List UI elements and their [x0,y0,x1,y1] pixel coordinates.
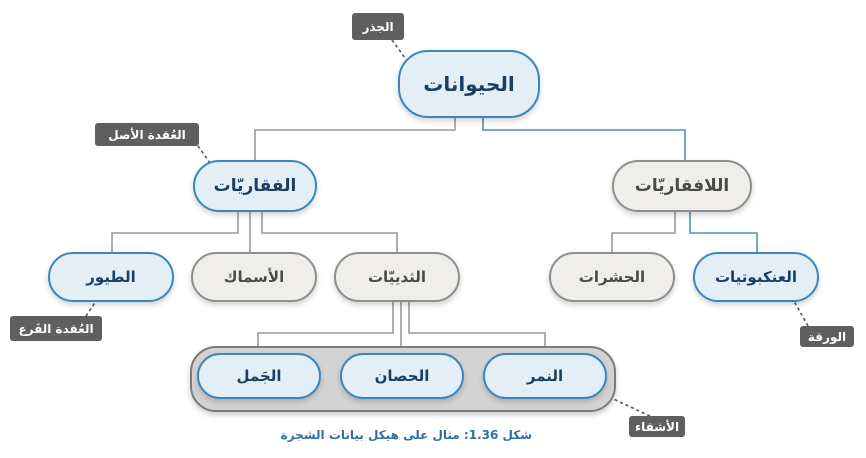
edge-vertebrates-birds [111,212,239,252]
node-mammals: الثدييّات [334,252,460,302]
node-birds: الطيور [48,252,174,302]
edge-vertebrates-mammals [261,212,398,252]
edge-root-vertebrates [254,118,456,160]
label-branch-node: العُقدة الفَرع [10,316,102,341]
node-horse: الحصان [340,353,464,399]
pointer-branch [85,294,101,317]
node-camel: الجَمل [197,353,321,399]
label-siblings: الأشقاء [629,416,685,437]
edge-invertebrates-insects [611,212,676,252]
edge-root-invertebrates [482,118,686,160]
label-parent-node: العُقدة الأصل [95,123,199,146]
node-insects: الحشرات [549,252,675,302]
edge-mammals-tiger [408,302,546,352]
node-tiger: النمر [483,353,607,399]
edge-invertebrates-arachnids [689,212,758,252]
node-invertebrates: اللافقاريّات [612,160,752,212]
label-leaf: الورقة [800,326,854,347]
node-arachnids: العنكبوتيات [693,252,819,302]
node-fish: الأسماك [191,252,317,302]
figure-caption: شكل 1.36: مثال على هيكل بيانات الشجرة [280,428,532,442]
node-vertebrates: الفقاريّات [193,160,317,212]
pointer-root [391,39,409,63]
pointer-siblings [606,395,651,417]
label-root: الجذر [352,13,404,40]
node-root: الحيوانات [398,50,540,118]
edge-mammals-camel [257,302,394,352]
